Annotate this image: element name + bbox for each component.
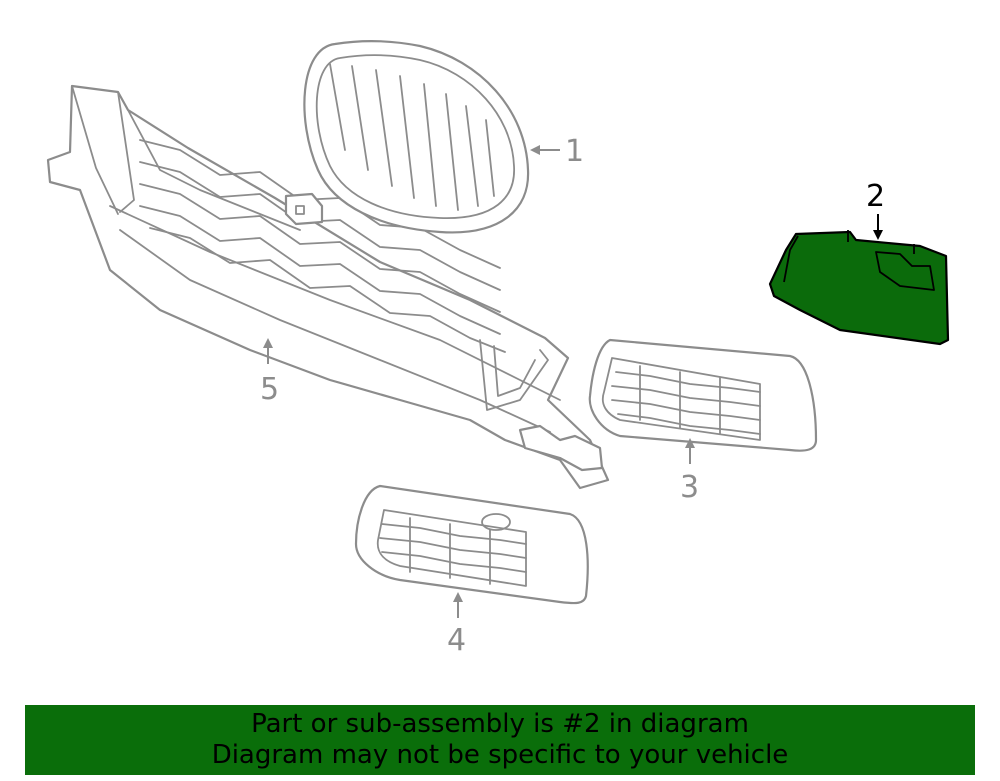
banner-line-disclaimer: Diagram may not be specific to your vehi… xyxy=(211,740,789,770)
svg-text:2: 2 xyxy=(866,179,885,214)
callout-2: 2 xyxy=(866,179,885,240)
callout-1: 1 xyxy=(530,134,584,169)
callout-3: 3 xyxy=(680,438,699,505)
banner-line-part: Part or sub-assembly is #2 in diagram xyxy=(251,709,749,739)
part-4-left-fog-grille[interactable] xyxy=(354,484,589,605)
part-3-right-fog-grille[interactable] xyxy=(588,338,818,452)
svg-text:1: 1 xyxy=(565,134,584,169)
info-banner: Part or sub-assembly is #2 in diagram Di… xyxy=(25,705,975,775)
parts-diagram: 1 2 3 4 5 xyxy=(46,40,950,658)
callout-4: 4 xyxy=(447,592,466,658)
svg-text:5: 5 xyxy=(260,372,279,407)
part-2-trim-cover[interactable] xyxy=(768,230,950,346)
svg-text:3: 3 xyxy=(680,470,699,505)
svg-text:4: 4 xyxy=(447,623,466,658)
part-5-lower-grille[interactable] xyxy=(46,84,610,490)
part-1-kidney-grille[interactable] xyxy=(303,40,530,234)
callout-5: 5 xyxy=(260,338,279,407)
